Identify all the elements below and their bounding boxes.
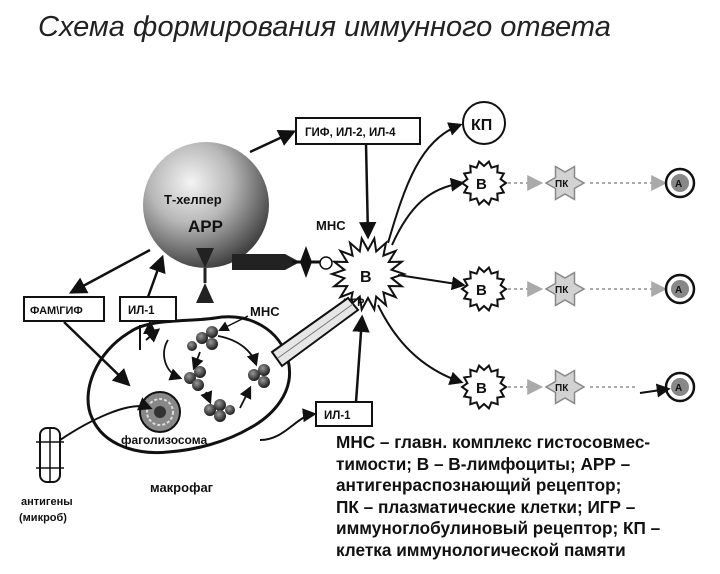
plasma-cell-label-3: ПК bbox=[555, 383, 569, 394]
macrophage-label: макрофаг bbox=[150, 480, 214, 495]
central-b-cell: В ИГР bbox=[328, 235, 408, 313]
b-cell-1 bbox=[460, 159, 508, 207]
antibody-label-2: А bbox=[675, 285, 682, 296]
antigen-cluster-right bbox=[248, 364, 270, 388]
arrow-inner-1 bbox=[191, 351, 204, 371]
arrow-il1-to-b bbox=[352, 314, 370, 403]
arrow-inner-2 bbox=[163, 339, 183, 381]
arrow-famgif-to-macrophage bbox=[63, 321, 131, 387]
legend-line: клетка иммунологической памяти bbox=[336, 539, 626, 560]
plasma-cell-3 bbox=[544, 369, 586, 405]
legend: МНС – главн. комплекс гистосовмес- тимос… bbox=[336, 432, 716, 561]
plasma-cell-label-2: ПК bbox=[555, 285, 569, 296]
il1-top-label: ИЛ-1 bbox=[128, 305, 155, 317]
arrow-b-to-b3 bbox=[377, 304, 464, 385]
b-cell-2 bbox=[460, 265, 508, 313]
cytokines-label: ГИФ, ИЛ-2, ИЛ-4 bbox=[305, 127, 396, 139]
fam-gif-box bbox=[23, 296, 105, 322]
arrow-inner-3 bbox=[217, 335, 259, 367]
legend-line: иммуноглобулиновый рецептор; КП – bbox=[336, 518, 661, 538]
arrow-inner-5 bbox=[239, 385, 252, 409]
il1-bottom-label: ИЛ-1 bbox=[324, 410, 351, 422]
plasma-cell-1 bbox=[544, 165, 586, 201]
kp-label: КП bbox=[471, 117, 492, 134]
t-helper-cell: Т-хелпер АРР bbox=[143, 142, 269, 268]
antibody-label-3: А bbox=[675, 383, 682, 394]
diagram-title: Схема формирования иммунного ответа bbox=[38, 11, 611, 43]
legend-line: ПК – плазматические клетки; ИГР – bbox=[336, 496, 636, 517]
antigen-bead bbox=[319, 256, 333, 270]
mhc-link-bar bbox=[232, 254, 300, 270]
b-cell-label-3: В bbox=[476, 380, 487, 397]
legend-line: антигенраспознающий рецептор; bbox=[336, 475, 622, 495]
arrow-il1-to-thelper bbox=[146, 254, 166, 298]
antigen-cluster-top bbox=[187, 326, 218, 351]
microbe-antigen bbox=[36, 427, 64, 483]
antigens-label-1: антигены bbox=[21, 496, 73, 508]
phagolysosome bbox=[139, 391, 181, 433]
antibody-label-1: А bbox=[675, 179, 682, 190]
arrow-thelper-to-famgif bbox=[68, 248, 151, 294]
legend-line: тимости; В – В-лимфоциты; АРР – bbox=[336, 453, 631, 474]
antigens-label-2: (микроб) bbox=[19, 512, 67, 524]
fam-gif-label: ФАМ\ГИФ bbox=[30, 305, 83, 317]
antigen-cluster-low bbox=[204, 399, 235, 422]
macrophage-cell bbox=[86, 315, 291, 455]
b-cell-3 bbox=[460, 363, 508, 411]
b-cell-label-2: В bbox=[476, 282, 487, 299]
mhc-top-label: МНС bbox=[316, 218, 346, 233]
mhc-mid-label: МНС bbox=[250, 304, 280, 319]
plasma-cell-label-1: ПК bbox=[555, 179, 569, 190]
legend-line: МНС – главн. комплекс гистосовмес- bbox=[336, 432, 651, 452]
arrow-macrophage-to-il1-bottom bbox=[259, 408, 317, 441]
phagolysosome-label: фаголизосома bbox=[121, 433, 207, 447]
arrow-cytokines-to-b bbox=[358, 143, 377, 240]
arrow-inner-4 bbox=[200, 390, 213, 405]
tube-center-line bbox=[277, 303, 354, 359]
arrow-microbe-to-macrophage bbox=[59, 397, 153, 441]
apr-receptor-bottom bbox=[196, 283, 214, 303]
central-b-label: В bbox=[360, 269, 372, 286]
antibody-core-3 bbox=[671, 378, 689, 396]
antigen-presentation-tube bbox=[270, 296, 360, 368]
arrow-pk3-to-a3 bbox=[639, 383, 671, 398]
arrow-b-to-kp bbox=[387, 122, 463, 244]
antibody-core-1 bbox=[671, 174, 689, 192]
apr-label: АРР bbox=[188, 217, 223, 236]
memory-cell-kp bbox=[462, 101, 506, 145]
arrow-mhc-label bbox=[218, 315, 249, 331]
arrow-b-to-b2 bbox=[397, 274, 466, 291]
arrow-thelper-to-cytokines bbox=[249, 129, 297, 154]
antibody-core-2 bbox=[671, 280, 689, 298]
plasma-cell-2 bbox=[544, 271, 586, 307]
arrow-b-to-b1 bbox=[391, 177, 465, 246]
apr-receptor-top bbox=[196, 248, 214, 268]
b-cell-label-1: В bbox=[476, 176, 487, 193]
t-helper-label: Т-хелпер bbox=[164, 192, 222, 207]
